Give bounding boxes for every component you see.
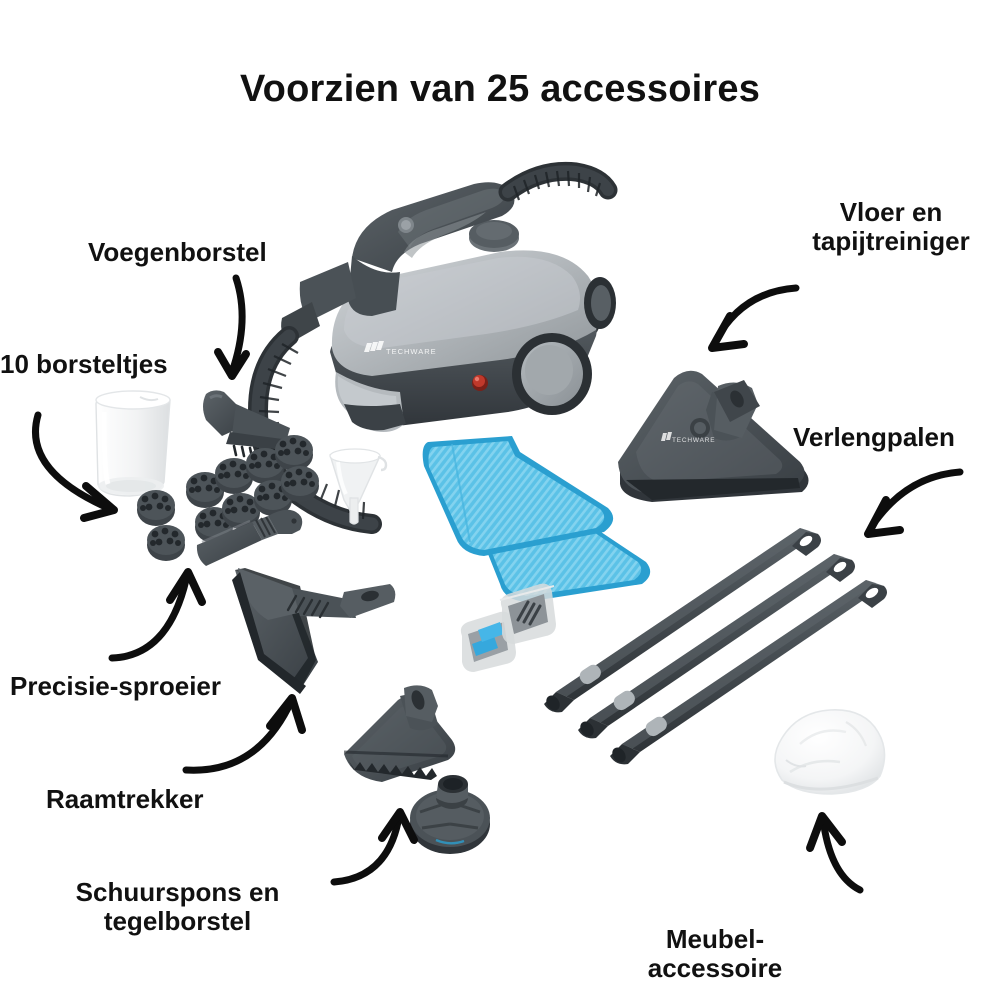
brush-head [195, 507, 233, 543]
label-precisie-sproeier: Precisie-sproeier [10, 671, 222, 701]
extension-tube [544, 528, 821, 713]
tile-brush [410, 775, 490, 854]
microfibre-pads [422, 436, 651, 602]
brush-head [137, 490, 175, 526]
extension-tube [578, 554, 855, 739]
wheel-front [512, 333, 592, 415]
label-raamtrekker: Raamtrekker [46, 784, 204, 814]
brush-head [222, 493, 260, 529]
brush-head [186, 472, 224, 508]
label-voegenborstel: Voegenborstel [88, 237, 267, 267]
arrow-voegenborstel [214, 274, 250, 380]
brush-head [281, 466, 319, 502]
extension-tubes [544, 528, 887, 765]
triangle-brush [343, 685, 456, 782]
measuring-cup [95, 390, 171, 497]
arrow-verlengpalen [864, 468, 964, 538]
power-indicator [472, 375, 488, 391]
hose-ribs [258, 343, 366, 520]
steam-hose [247, 326, 382, 534]
arrow-raamtrekker [182, 694, 306, 774]
brush-head [147, 525, 185, 561]
page-title: Voorzien van 25 accessoires [239, 68, 761, 110]
arrow-schuurspons [330, 808, 418, 886]
arrow-borsteltjes [32, 411, 118, 522]
label-10-borsteltjes: 10 borsteltjes [0, 349, 168, 379]
steam-cleaner-unit: TECHWARE [247, 161, 618, 534]
arrow-meubel [806, 812, 864, 894]
label-meubel-accessoire: Meubel- accessoire [647, 924, 783, 984]
svg-text:TECHWARE: TECHWARE [386, 347, 437, 356]
crevice-nozzle [203, 390, 290, 463]
brand-logo: TECHWARE [364, 341, 437, 356]
floor-carpet-tool: TECHWARE [618, 370, 809, 502]
label-vloer-en-tapijtreiniger: Vloer en tapijtreiniger [812, 197, 970, 257]
brush-head [215, 458, 253, 494]
scouring-pads [460, 583, 556, 672]
carry-handle [281, 182, 515, 342]
wheel-rear [584, 277, 616, 329]
squeegee [232, 568, 396, 694]
funnel [329, 448, 388, 525]
brush-head [254, 480, 292, 516]
brush-head [275, 435, 313, 471]
round-brushes [137, 435, 319, 561]
extension-tube [610, 580, 887, 765]
svg-text:TECHWARE: TECHWARE [672, 437, 715, 444]
label-verlengpalen: Verlengpalen [793, 422, 955, 452]
bent-nozzle [196, 509, 303, 566]
brush-head [246, 448, 284, 484]
furniture-bonnet [774, 709, 886, 795]
arrow-precisie [108, 568, 206, 662]
arrow-vloer [708, 284, 800, 352]
hose-upper [498, 161, 618, 202]
label-schuurspons-en-tegelborstel: Schuurspons en tegelborstel [75, 877, 280, 937]
filler-cap [469, 220, 519, 252]
